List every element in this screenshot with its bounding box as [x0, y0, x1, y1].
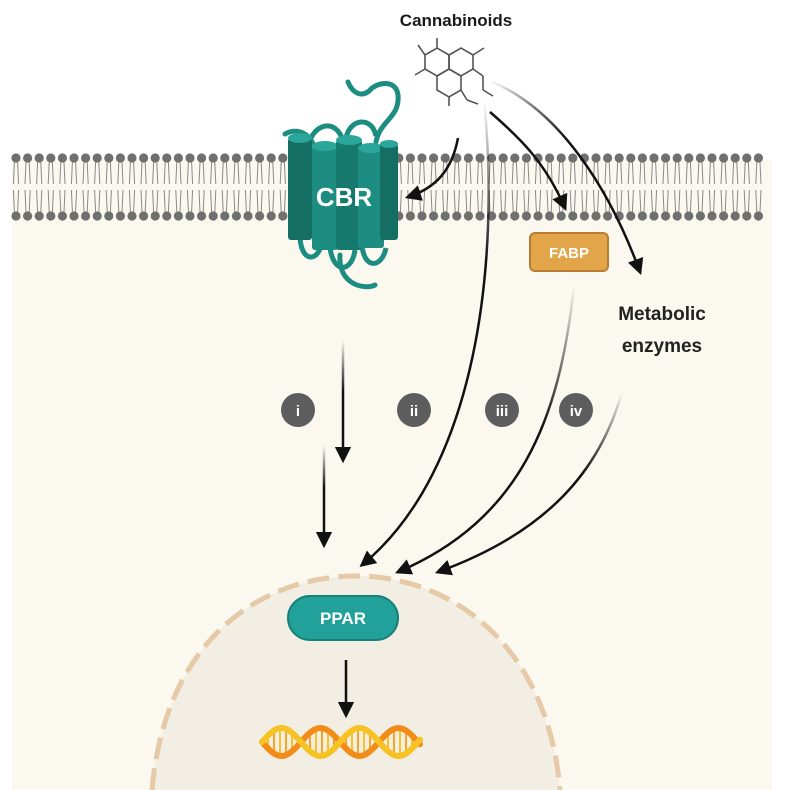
badge-i: i: [281, 393, 315, 427]
nucleus: [152, 575, 560, 790]
svg-text:ii: ii: [410, 403, 418, 420]
cannabinoid-molecule-icon: [414, 38, 494, 106]
fabp-box: FABP: [529, 232, 609, 272]
svg-text:i: i: [296, 403, 300, 420]
arrow-pathway-iv: [434, 391, 624, 576]
cannabinoids-label: Cannabinoids: [400, 11, 512, 30]
arrow-to-cbr: [404, 137, 460, 201]
badge-iii: iii: [485, 393, 519, 427]
arrow-to-metabolic-enzymes: [491, 80, 644, 276]
ppar-label: PPAR: [320, 609, 366, 628]
dna-helix-icon: [259, 724, 423, 760]
svg-text:iii: iii: [496, 403, 509, 420]
svg-text:iv: iv: [570, 403, 583, 420]
fabp-label: FABP: [549, 245, 589, 262]
arrow-pathway-ii: [359, 99, 490, 568]
metabolic-enzymes-label-line2: enzymes: [622, 336, 702, 357]
arrow-to-fabp: [489, 111, 568, 211]
metabolic-enzymes-label-line1: Metabolic: [618, 304, 706, 325]
nuclear-envelope: [149, 573, 563, 790]
ppar-box: PPAR: [287, 595, 399, 641]
cbr-label: CBR: [316, 182, 373, 212]
arrow-pathway-iii: [395, 284, 576, 575]
badge-ii: ii: [397, 393, 431, 427]
extracellular-space: [0, 0, 785, 160]
cbr-receptor: CBR: [282, 79, 401, 290]
badge-iv: iv: [559, 393, 593, 427]
